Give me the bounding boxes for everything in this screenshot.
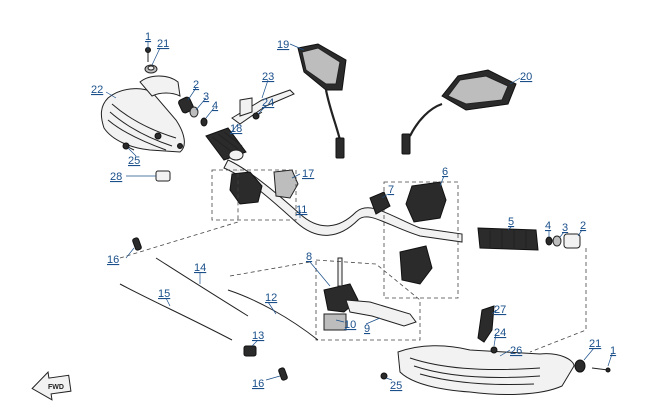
callout-14-cable: 14: [194, 262, 206, 274]
callout-3-right: 3: [562, 222, 568, 234]
callout-4-right: 4: [545, 220, 551, 232]
right-mirror: [401, 69, 517, 155]
forward-direction-marker: FWD: [31, 371, 72, 401]
callout-25-right-screw: 25: [390, 380, 402, 392]
left-guard-screw: [122, 142, 135, 151]
callout-23-lever: 23: [262, 71, 274, 83]
callout-25-left-screw: 25: [128, 155, 140, 167]
callout-5-right-grip: 5: [508, 216, 514, 228]
callout-9-brake-lever: 9: [364, 323, 370, 335]
leader-lines: [105, 42, 613, 381]
callout-21-right-washer: 21: [589, 338, 601, 350]
callout-26-right-guard: 26: [510, 345, 522, 357]
callout-15-cable: 15: [158, 288, 170, 300]
throttle-cable-a: [155, 257, 249, 317]
cable-tie-upper: [132, 237, 142, 251]
brake-switch: [243, 345, 257, 357]
throttle-cable-b: [119, 283, 233, 341]
callout-2-left: 2: [193, 79, 199, 91]
callout-2-right: 2: [580, 220, 586, 232]
right-bar-end-parts: [545, 233, 581, 249]
right-grip: [477, 227, 539, 251]
handlebar-clamp: [369, 191, 391, 215]
fwd-label: FWD: [48, 384, 64, 391]
callout-10: 10: [344, 319, 356, 331]
callout-1-right-bolt: 1: [610, 345, 616, 357]
callout-27-bracket: 27: [494, 304, 506, 316]
callout-8-master-cylinder: 8: [306, 251, 312, 263]
callout-21-left-washer: 21: [157, 38, 169, 50]
left-mirror: [297, 43, 347, 159]
callout-28-cap: 28: [110, 171, 122, 183]
left-hand-guard: [100, 75, 185, 153]
callout-16-lower: 16: [252, 378, 264, 390]
callout-24-right-nut: 24: [494, 327, 506, 339]
callout-7-clamp: 7: [388, 184, 394, 196]
callout-numbers: 1 21 22 2 3 4 23 24 18 25 19 20 28 17 6 …: [91, 31, 616, 392]
callout-11-handlebar: 11: [296, 204, 307, 216]
left-grip: [205, 127, 247, 161]
right-guard-screw: [380, 372, 388, 380]
callout-1-left-bolt: 1: [145, 31, 151, 43]
brake-lever: [345, 299, 417, 327]
callout-19-left-mirror: 19: [277, 39, 289, 51]
right-guard-bolt: [591, 367, 611, 373]
right-guard-nut: [490, 346, 498, 354]
callout-18-grip: 18: [230, 123, 242, 135]
callout-17-switch: 17: [302, 168, 314, 180]
lever-pivot-bolt: [252, 111, 263, 120]
right-guard-washer: [574, 359, 586, 373]
callout-6-right-switch: 6: [442, 166, 448, 178]
callout-20-right-mirror: 20: [520, 71, 532, 83]
left-guard-washer: [144, 64, 158, 74]
cable-tie-lower: [278, 367, 288, 381]
callout-4-left: 4: [212, 100, 218, 112]
right-hand-guard: [397, 345, 575, 395]
right-switch-housing: [399, 181, 447, 285]
bar-end-cap: [155, 170, 171, 182]
callout-12-clutch-cable: 12: [265, 292, 277, 304]
callout-3-left: 3: [203, 91, 209, 103]
right-guard-bracket: [477, 305, 495, 343]
left-lever: [231, 89, 295, 125]
callout-22-left-guard: 22: [91, 84, 103, 96]
callout-24-lever-bolt: 24: [262, 97, 274, 109]
callout-13-switch: 13: [252, 330, 264, 342]
callout-16-upper: 16: [107, 254, 119, 266]
left-bar-end-parts: [178, 96, 208, 127]
